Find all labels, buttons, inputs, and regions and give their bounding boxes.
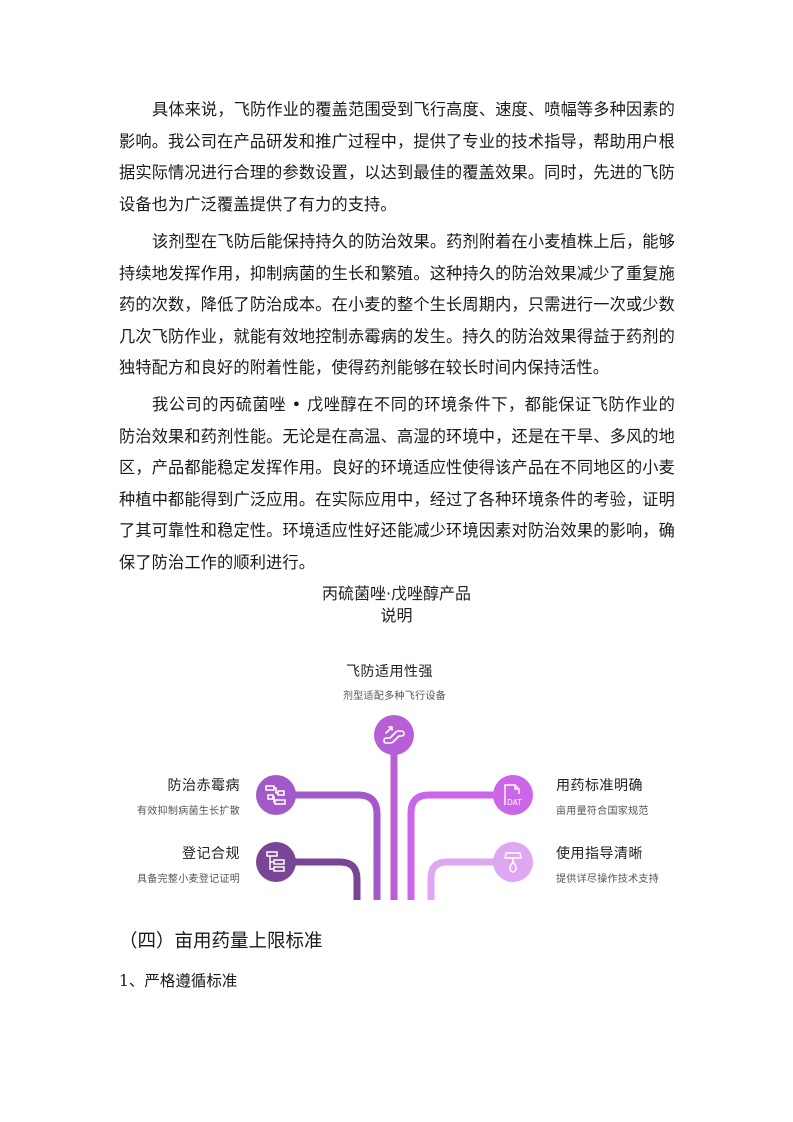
sub-heading: 1、严格遵循标准 <box>119 972 238 990</box>
node-right-upper-circle: DAT <box>493 775 533 815</box>
node-right-lower-subtitle: 提供详尽操作技术支持 <box>556 874 659 885</box>
node-left-lower-subtitle: 具备完整小麦登记证明 <box>137 874 240 885</box>
figure-title: 丙硫菌唑·戊唑醇产品 <box>321 584 472 603</box>
node-top-circle <box>374 715 414 755</box>
lamp-icon <box>504 852 522 873</box>
dat-file-icon: DAT <box>504 784 522 807</box>
figure-title-line2: 说明 <box>380 606 413 625</box>
paragraph-lasting-effect: 该剂型在飞防后能保持持久的防治效果。药剂附着在小麦植株上后，能够持续地发挥作用，… <box>119 232 675 378</box>
node-left-upper-subtitle: 有效抑制病菌生长扩散 <box>137 806 240 817</box>
node-left-lower-circle <box>256 842 296 882</box>
node-right-upper-title: 用药标准明确 <box>556 778 643 794</box>
node-left-lower-title: 登记合规 <box>182 846 240 862</box>
escalator-icon <box>383 726 405 744</box>
node-top-title: 飞防适用性强 <box>346 664 433 680</box>
svg-text:DAT: DAT <box>507 798 522 807</box>
node-right-upper-subtitle: 亩用量符合国家规范 <box>556 806 649 817</box>
section-heading: （四）亩用药量上限标准 <box>119 931 323 952</box>
paragraph-coverage: 具体来说，飞防作业的覆盖范围受到飞行高度、速度、喷幅等多种因素的影响。我公司在产… <box>119 100 675 214</box>
paragraph-environment-adaptability: 我公司的丙硫菌唑 • 戊唑醇在不同的环境条件下，都能保证飞防作业的防治效果和药剂… <box>119 395 675 572</box>
hierarchy-icon <box>266 851 285 872</box>
node-left-upper-title: 防治赤霉病 <box>167 778 240 794</box>
flowchart-icon <box>265 785 286 805</box>
node-right-lower-circle <box>493 842 533 882</box>
node-left-upper-circle <box>256 775 296 815</box>
node-right-lower-title: 使用指导清晰 <box>556 846 643 862</box>
node-top-subtitle: 剂型适配多种飞行设备 <box>343 691 446 702</box>
